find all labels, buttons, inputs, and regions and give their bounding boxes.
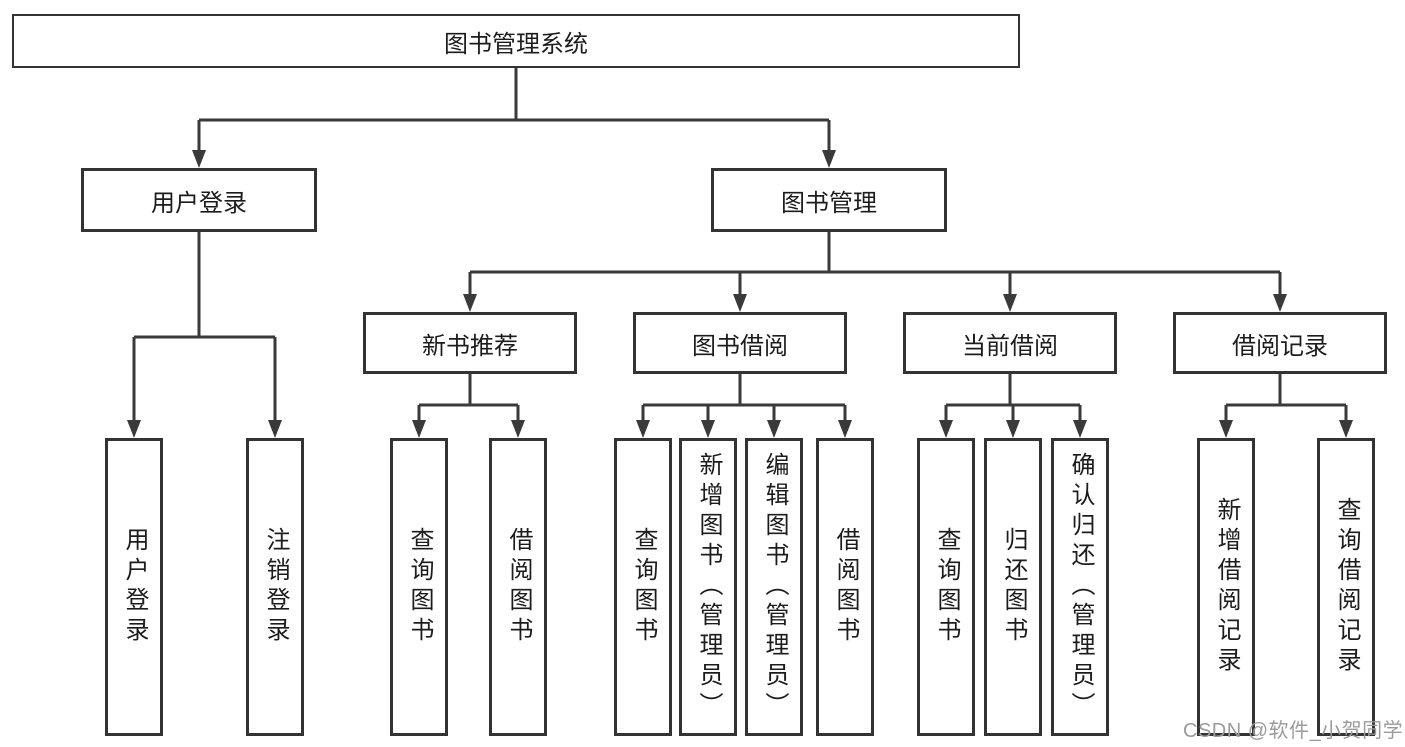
node-library-management-system: 图书管理系统	[12, 14, 1020, 68]
node-new-book-recommendation: 新书推荐	[363, 312, 577, 374]
node-current-borrowing: 当前借阅	[903, 312, 1117, 374]
leaf-add-borrow-record: 新增借阅记录	[1197, 438, 1255, 736]
watermark: CSDN @软件_小贺同学	[1183, 720, 1404, 742]
leaf-borrow-books-borrow: 借阅图书	[816, 438, 874, 736]
leaf-edit-books-admin: 编辑图书（管理员）	[745, 438, 803, 736]
leaf-borrow-books-recommend: 借阅图书	[489, 438, 547, 736]
node-book-management: 图书管理	[711, 168, 947, 232]
leaf-query-books-recommend: 查询图书	[390, 438, 448, 736]
leaf-confirm-return-admin: 确认归还（管理员）	[1051, 438, 1109, 736]
leaf-user-login: 用户登录	[105, 438, 163, 736]
leaf-add-books-admin: 新增图书（管理员）	[679, 438, 737, 736]
leaf-query-books-current: 查询图书	[917, 438, 975, 736]
leaf-query-borrow-record: 查询借阅记录	[1317, 438, 1375, 736]
leaf-query-books-borrow: 查询图书	[614, 438, 672, 736]
node-book-borrowing: 图书借阅	[633, 312, 847, 374]
leaf-return-books: 归还图书	[984, 438, 1042, 736]
node-borrow-records: 借阅记录	[1173, 312, 1387, 374]
node-user-login: 用户登录	[81, 168, 317, 232]
leaf-logout-login: 注销登录	[246, 438, 304, 736]
